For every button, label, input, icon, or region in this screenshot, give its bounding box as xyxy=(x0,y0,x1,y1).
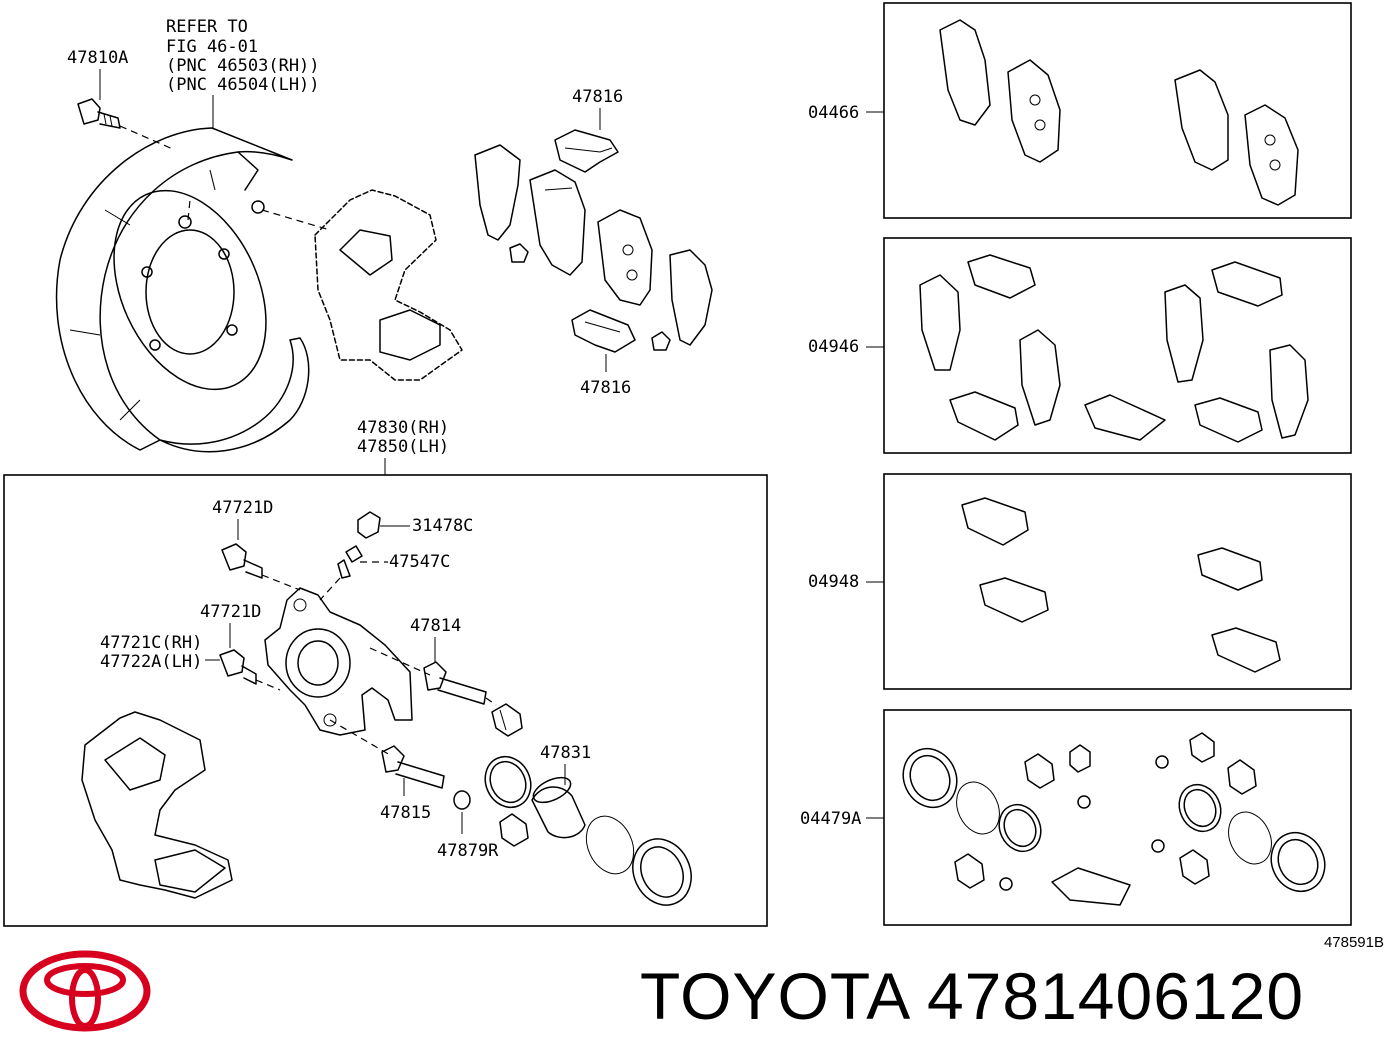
piston-47831 xyxy=(531,776,586,839)
kit-04466-pads xyxy=(939,19,1299,206)
brake-pad-backing-2 xyxy=(597,209,653,306)
label-47722A-lh: 47722A(LH) xyxy=(100,652,202,672)
boot-47814 xyxy=(491,703,523,737)
label-47721C-rh: 47721C(RH) xyxy=(100,633,202,653)
refer-to-line-2: FIG 46-01 xyxy=(166,37,258,57)
bleeder-plug-47547C xyxy=(319,545,363,601)
pad-shim-small-left xyxy=(509,243,529,263)
boot-47815 xyxy=(499,813,529,847)
toyota-logo xyxy=(19,950,151,1032)
guide-pin-47814 xyxy=(423,661,497,706)
brake-pad-outer-left xyxy=(474,144,521,241)
drawing-number: 478591B xyxy=(1323,934,1384,951)
kit-04946-parts xyxy=(919,254,1309,443)
brake-backing-plate xyxy=(55,127,331,453)
label-47830-rh: 47830(RH) xyxy=(357,418,449,438)
label-47831: 47831 xyxy=(540,743,591,763)
kit-frame-04479A xyxy=(883,709,1352,926)
footer-title: TOYOTA 4781406120 xyxy=(640,958,1304,1034)
pad-clip-47816-bottom xyxy=(571,309,636,353)
brake-pad-backing-1 xyxy=(529,169,586,276)
label-47721D-a: 47721D xyxy=(212,498,273,518)
caliper-body xyxy=(264,587,431,756)
label-47547C: 47547C xyxy=(389,552,450,572)
label-47850-lh: 47850(LH) xyxy=(357,437,449,457)
pad-clip-47816-top xyxy=(554,129,619,173)
label-04948: 04948 xyxy=(808,572,859,592)
dust-boot-large xyxy=(632,838,692,906)
bolt-47810A xyxy=(77,98,176,151)
bushing-47879R xyxy=(453,790,471,810)
label-47816-top: 47816 xyxy=(572,87,623,107)
label-47816-bottom: 47816 xyxy=(580,378,631,398)
bleeder-cap-31478C xyxy=(357,511,381,539)
label-04479A: 04479A xyxy=(800,809,861,829)
guide-pin-47815 xyxy=(381,745,445,789)
label-47879R: 47879R xyxy=(437,841,499,861)
label-47815: 47815 xyxy=(380,803,431,823)
label-47810A: 47810A xyxy=(67,48,128,68)
pad-shim-small-right xyxy=(651,331,671,351)
kit-frame-04466 xyxy=(883,2,1352,219)
label-31478C: 31478C xyxy=(412,516,473,536)
footer-part-number: 4781406120 xyxy=(926,959,1305,1033)
label-04946: 04946 xyxy=(808,337,859,357)
kit-frame-04946 xyxy=(883,237,1352,454)
brake-pad-outer-right xyxy=(669,249,713,346)
kit-04948-clips xyxy=(961,497,1281,673)
refer-to-line-1: REFER TO xyxy=(166,17,248,37)
bolt-47721C xyxy=(219,649,281,691)
bolt-47721D-a xyxy=(221,543,301,591)
piston-seal-ring xyxy=(484,755,532,809)
refer-to-line-4: (PNC 46504(LH)) xyxy=(166,75,320,95)
kit-04479A-seals xyxy=(902,732,1326,906)
caliper-mounting-bracket-top xyxy=(314,189,463,381)
label-47721D-b: 47721D xyxy=(200,602,261,622)
piston-seal-thin xyxy=(585,815,635,875)
caliper-assembly-frame xyxy=(3,474,768,927)
label-04466: 04466 xyxy=(808,103,859,123)
caliper-mounting-bracket-bottom xyxy=(81,711,233,899)
label-47814: 47814 xyxy=(410,616,461,636)
kit-frame-04948 xyxy=(883,473,1352,690)
footer-brand: TOYOTA xyxy=(640,959,908,1033)
refer-to-line-3: (PNC 46503(RH)) xyxy=(166,56,320,76)
